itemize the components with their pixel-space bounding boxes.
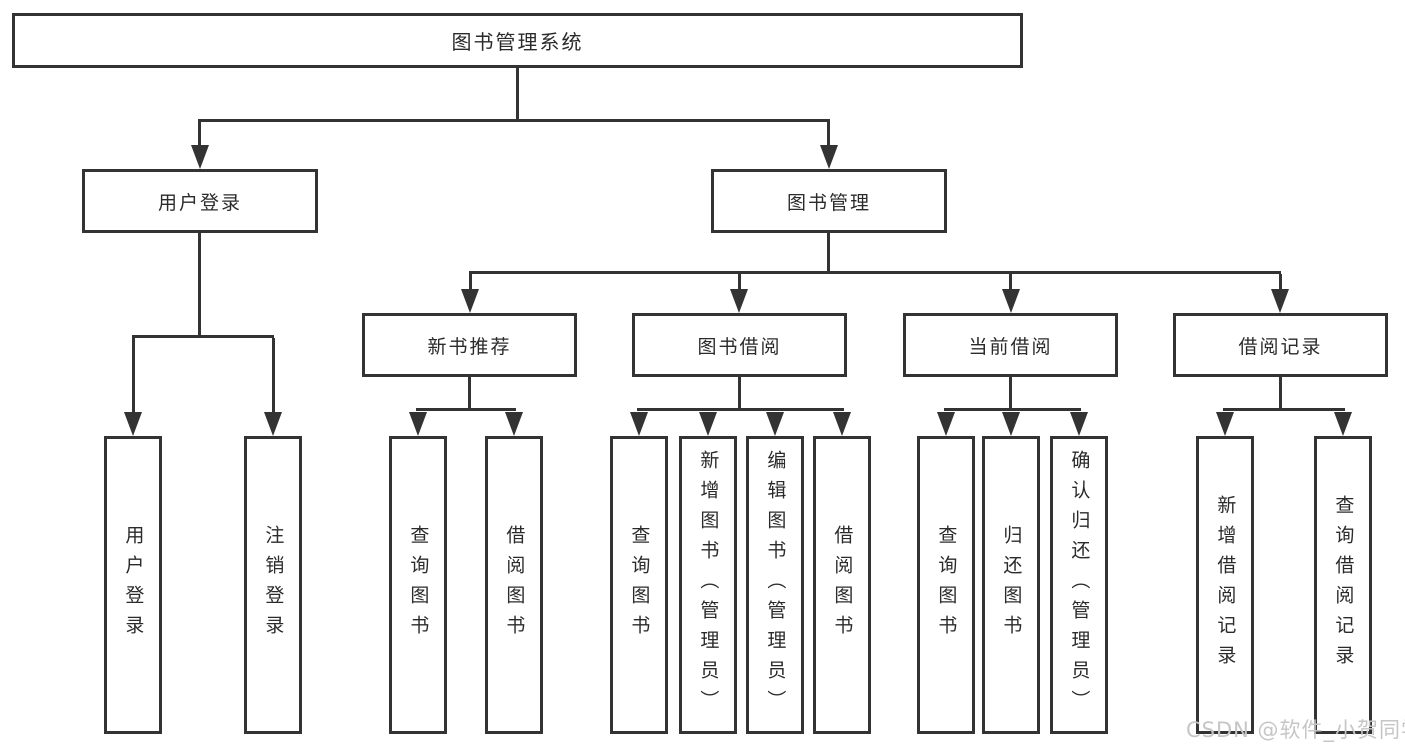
connector-hline — [637, 408, 844, 411]
leaf-label: 查询图书 — [407, 525, 430, 645]
connector-hline — [132, 335, 274, 338]
leaf-recommend-query-book: 查询图书 — [389, 436, 447, 734]
arrow-down-icon — [833, 412, 851, 436]
arrow-down-icon — [264, 412, 282, 436]
arrow-down-icon — [937, 412, 955, 436]
leaf-borrow-book: 借阅图书 — [813, 436, 871, 734]
connector-vline — [468, 377, 471, 408]
node-label: 用户登录 — [157, 191, 242, 214]
node-label: 借阅记录 — [1238, 335, 1323, 358]
leaf-label: 注销登录 — [262, 525, 285, 645]
node-label: 图书借阅 — [697, 335, 782, 358]
node-label: 图书管理 — [786, 191, 871, 214]
leaf-label: 归还图书 — [1000, 525, 1023, 645]
connector-vline — [827, 122, 830, 147]
connector-vline — [132, 338, 135, 412]
arrow-down-icon — [1271, 289, 1289, 313]
node-borrowing-records: 借阅记录 — [1173, 313, 1388, 377]
node-label: 当前借阅 — [968, 335, 1053, 358]
arrow-down-icon — [820, 145, 838, 169]
connector-vline — [1009, 274, 1012, 290]
leaf-label: 查询图书 — [935, 525, 958, 645]
leaf-current-query-book: 查询图书 — [917, 436, 975, 734]
node-book-management: 图书管理 — [711, 169, 947, 233]
arrow-down-icon — [461, 289, 479, 313]
node-current-borrowing: 当前借阅 — [903, 313, 1118, 377]
node-library-management-system: 图书管理系统 — [12, 13, 1023, 68]
connector-hline — [1223, 408, 1345, 411]
leaf-label: 新增图书（管理员） — [697, 450, 720, 720]
arrow-down-icon — [505, 412, 523, 436]
arrow-down-icon — [766, 412, 784, 436]
arrow-down-icon — [124, 412, 142, 436]
connector-vline — [469, 274, 472, 290]
connector-hline — [198, 119, 830, 122]
leaf-add-borrow-record: 新增借阅记录 — [1196, 436, 1254, 734]
node-label: 图书管理系统 — [451, 30, 584, 54]
node-new-book-recommend: 新书推荐 — [362, 313, 577, 377]
leaf-return-book: 归还图书 — [982, 436, 1040, 734]
leaf-label: 借阅图书 — [503, 525, 526, 645]
leaf-label: 编辑图书（管理员） — [764, 450, 787, 720]
connector-vline — [516, 68, 519, 121]
leaf-edit-book-admin: 编辑图书（管理员） — [746, 436, 804, 734]
connector-hline — [416, 408, 516, 411]
leaf-label: 查询图书 — [628, 525, 651, 645]
connector-hline — [469, 271, 1281, 274]
node-user-login: 用户登录 — [82, 169, 318, 233]
leaf-borrowing-query-book: 查询图书 — [610, 436, 668, 734]
leaf-label: 借阅图书 — [831, 525, 854, 645]
leaf-label: 确认归还（管理员） — [1068, 450, 1091, 720]
arrow-down-icon — [730, 289, 748, 313]
arrow-down-icon — [1002, 412, 1020, 436]
arrow-down-icon — [191, 145, 209, 169]
leaf-query-borrow-record: 查询借阅记录 — [1314, 436, 1372, 734]
arrow-down-icon — [1070, 412, 1088, 436]
connector-vline — [738, 274, 741, 290]
connector-vline — [827, 233, 830, 273]
leaf-label: 查询借阅记录 — [1332, 495, 1355, 675]
node-book-borrowing: 图书借阅 — [632, 313, 847, 377]
connector-vline — [738, 377, 741, 408]
arrow-down-icon — [630, 412, 648, 436]
connector-vline — [1009, 377, 1012, 408]
leaf-label: 新增借阅记录 — [1214, 495, 1237, 675]
arrow-down-icon — [1216, 412, 1234, 436]
leaf-user-login: 用户登录 — [104, 436, 162, 734]
connector-vline — [272, 338, 275, 412]
connector-vline — [1279, 377, 1282, 408]
leaf-recommend-borrow-book: 借阅图书 — [485, 436, 543, 734]
leaf-logout-login: 注销登录 — [244, 436, 302, 734]
connector-vline — [1279, 274, 1282, 290]
connector-vline — [198, 122, 201, 147]
node-label: 新书推荐 — [427, 335, 512, 358]
leaf-add-book-admin: 新增图书（管理员） — [679, 436, 737, 734]
leaf-label: 用户登录 — [122, 525, 145, 645]
arrow-down-icon — [409, 412, 427, 436]
csdn-watermark: CSDN @软件_小贺同学 — [1186, 718, 1405, 742]
leaf-confirm-return-admin: 确认归还（管理员） — [1050, 436, 1108, 734]
arrow-down-icon — [1334, 412, 1352, 436]
connector-hline — [944, 408, 1081, 411]
arrow-down-icon — [1002, 289, 1020, 313]
arrow-down-icon — [699, 412, 717, 436]
connector-vline — [198, 233, 201, 337]
